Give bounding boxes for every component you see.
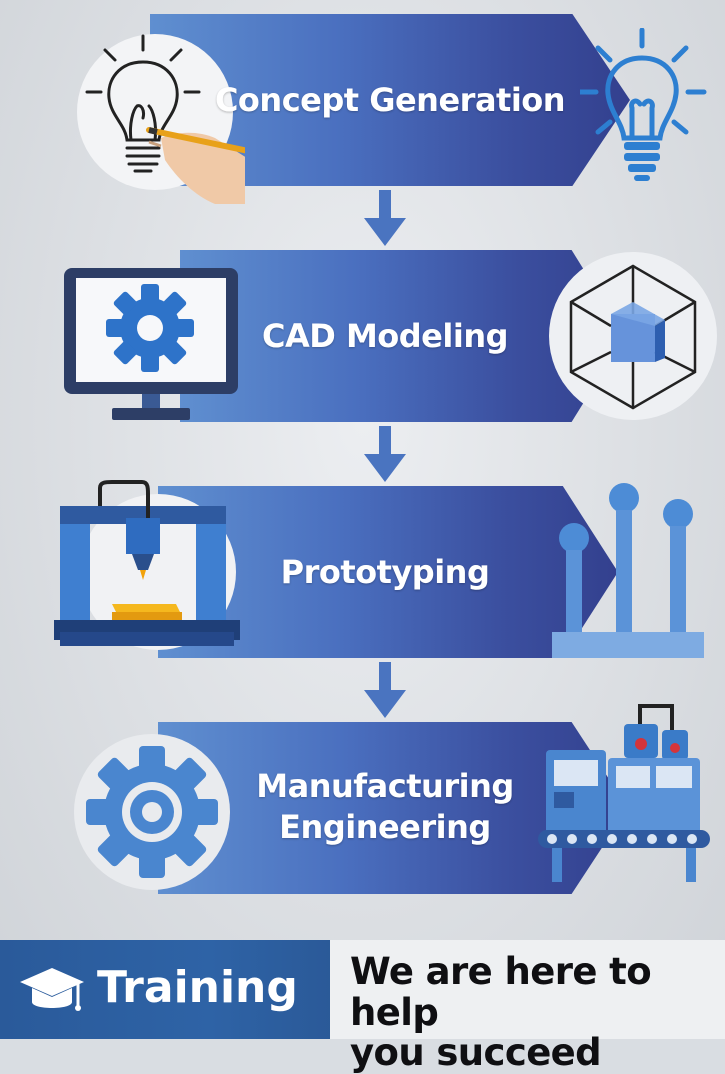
lightbulb-sketch-icon (77, 34, 245, 204)
footer-tagline-line: you succeed (350, 1031, 602, 1074)
footer-tagline-line: We are here to help (350, 950, 652, 1034)
step-title-manufacturing-engineering: Manufacturing Engineering (210, 766, 560, 848)
computer-monitor-gear-icon (64, 268, 238, 420)
cube-wireframe-icon (549, 252, 717, 420)
step-title-cad-modeling: CAD Modeling (261, 317, 509, 355)
footer-training-label: Training (97, 962, 298, 1013)
down-arrow-icon (364, 190, 406, 246)
factory-machine-icon (538, 704, 710, 882)
gear-icon (74, 734, 230, 890)
step-title-line: Engineering (279, 807, 491, 846)
lollipop-bars-icon (552, 483, 704, 658)
footer-tagline-panel (330, 940, 725, 1039)
step-title-prototyping: Prototyping (280, 553, 490, 591)
step-title-concept-generation: Concept Generation (214, 81, 566, 119)
graduation-cap-icon (20, 968, 84, 1011)
3d-printer-icon (54, 480, 240, 650)
down-arrow-icon (364, 662, 406, 718)
step-title-line: Manufacturing (256, 767, 514, 805)
down-arrow-icon (364, 426, 406, 482)
footer-tagline: We are here to help you succeed (350, 950, 722, 1074)
lightbulb-icon (580, 28, 707, 181)
